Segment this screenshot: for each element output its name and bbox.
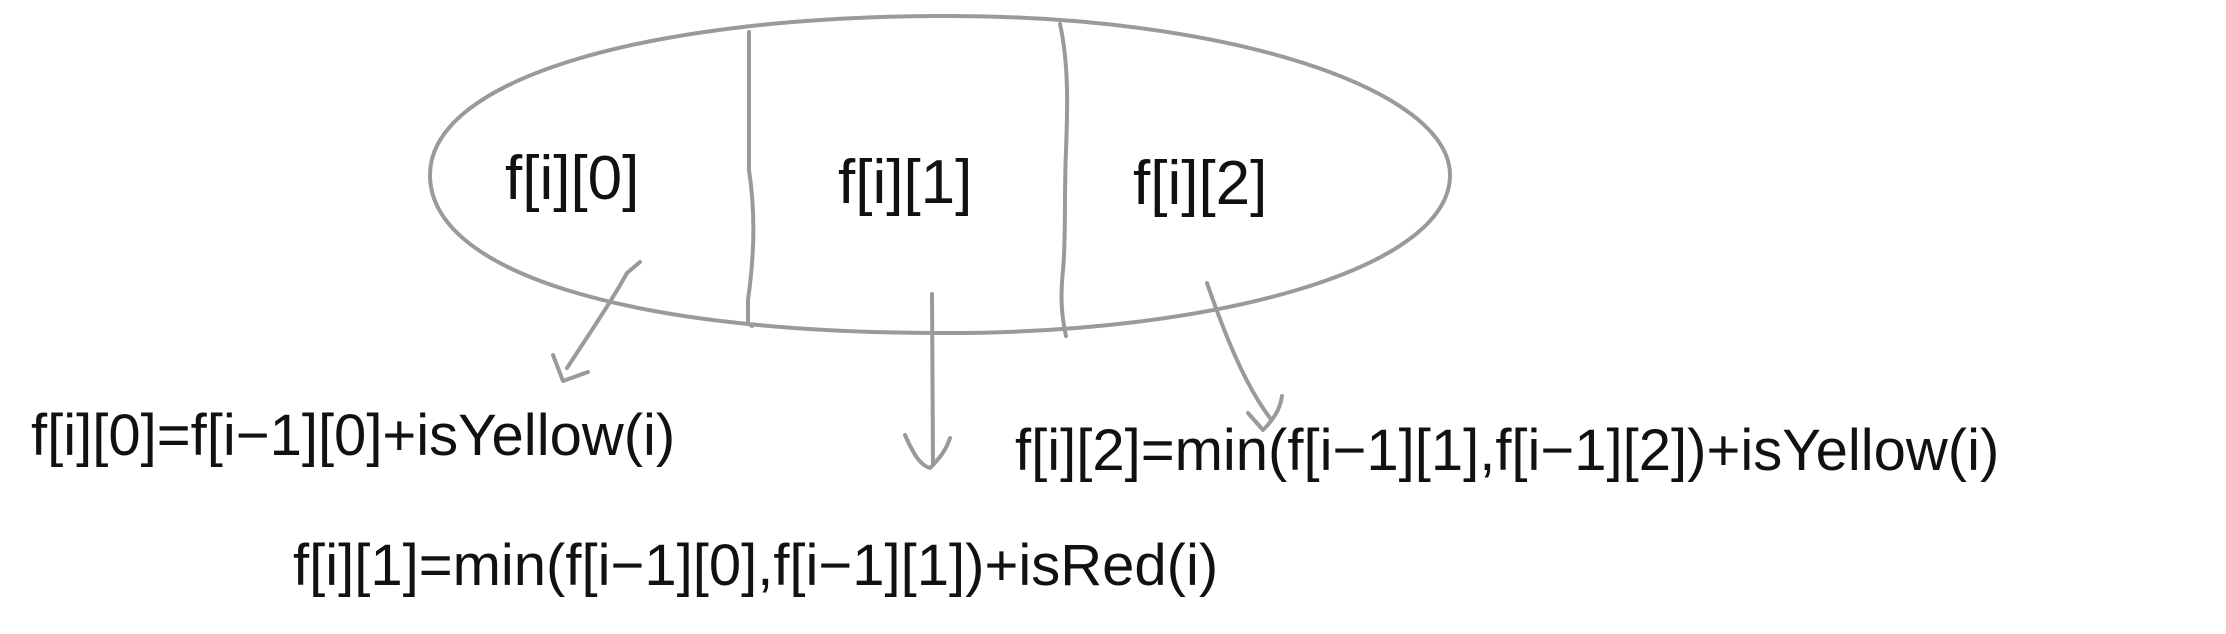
state-label-2: f[i][2] [1133, 149, 1267, 218]
state-label-0: f[i][0] [505, 144, 639, 213]
arrow-shaft-0 [565, 260, 642, 370]
arrow-head-0 [551, 353, 590, 383]
formula-state-1: f[i][1]=min(f[i−1][0],f[i−1][1])+isRed(i… [293, 533, 1218, 598]
state-label-1: f[i][1] [838, 148, 972, 217]
arrow-state-1 [903, 292, 952, 470]
ellipse-divider-left [746, 30, 756, 328]
arrow-state-0 [551, 260, 642, 383]
formula-state-0: f[i][0]=f[i−1][0]+isYellow(i) [31, 403, 675, 468]
ellipse-divider-right [1058, 22, 1070, 338]
arrow-head-1 [903, 433, 952, 470]
arrow-shaft-2 [1205, 281, 1272, 420]
formula-state-2: f[i][2]=min(f[i−1][1],f[i−1][2])+isYello… [1015, 418, 1999, 483]
arrow-head-2 [1246, 394, 1284, 432]
arrow-shaft-1 [930, 292, 935, 467]
arrow-state-2 [1205, 281, 1284, 432]
state-ellipse [428, 13, 1452, 336]
